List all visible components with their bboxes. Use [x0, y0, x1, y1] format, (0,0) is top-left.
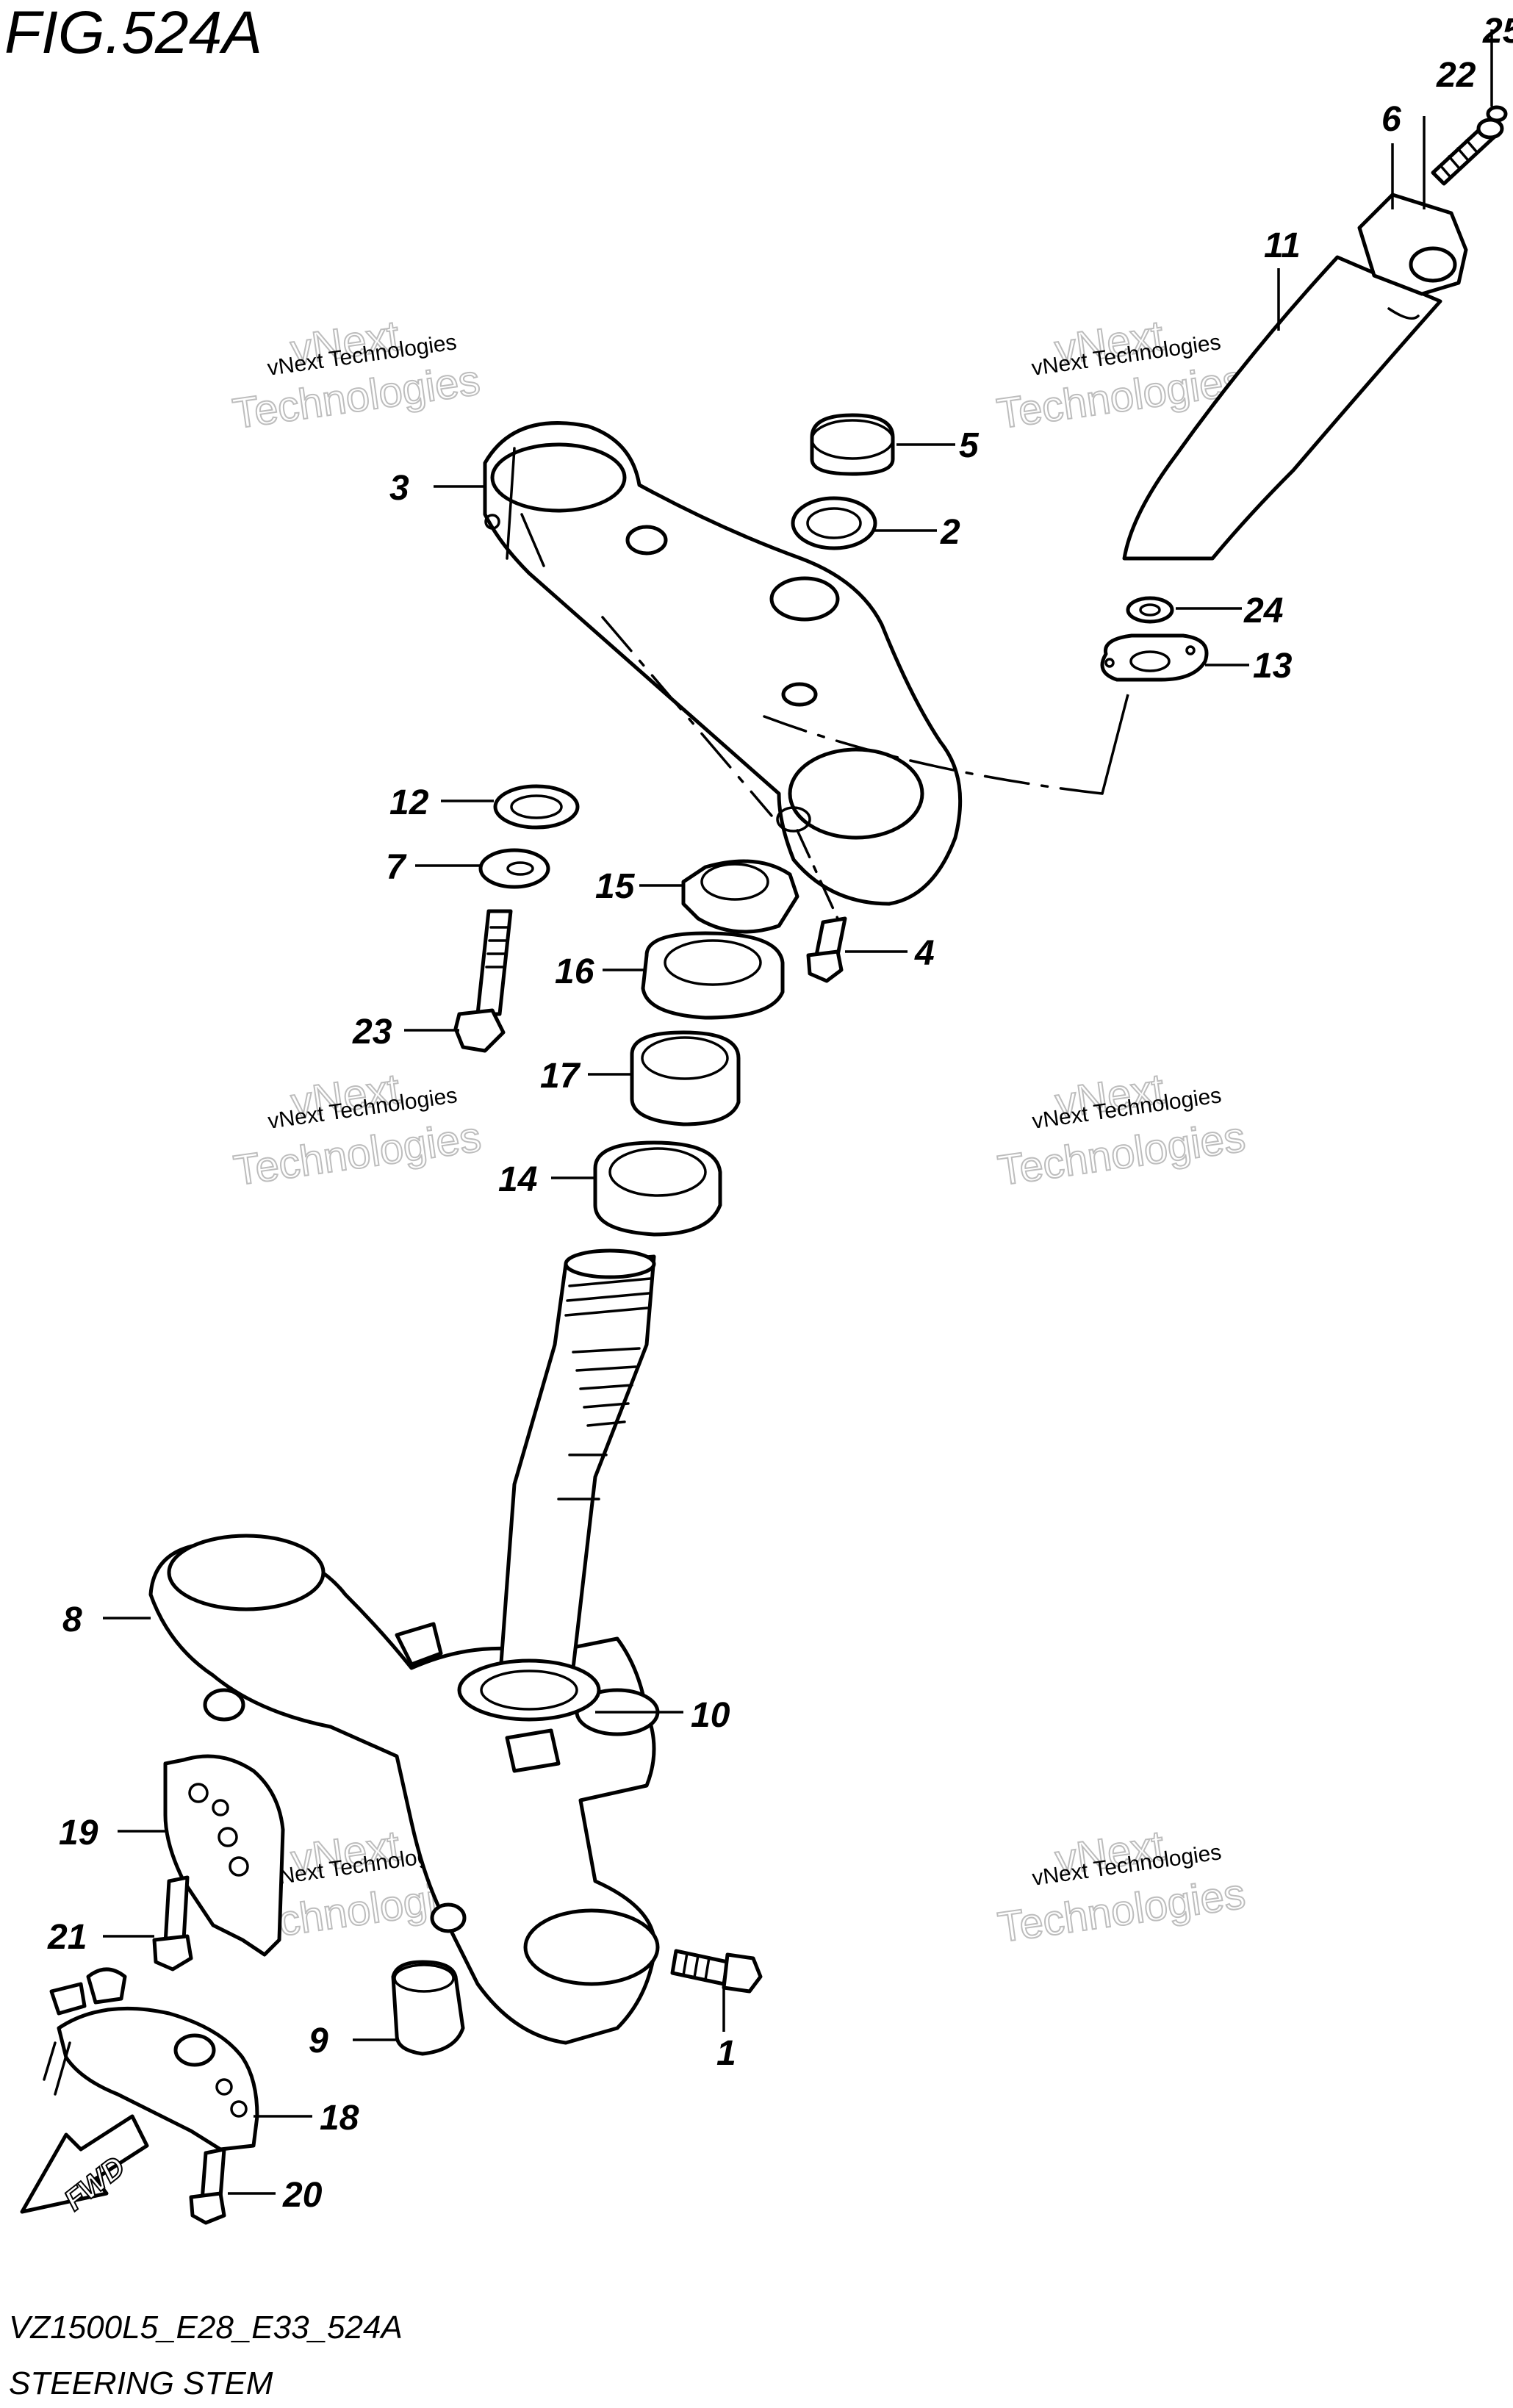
part-22-screw: [1431, 118, 1504, 186]
callout-12: 12: [389, 783, 429, 822]
part-3-upper-bracket: [483, 421, 963, 906]
part-19-clamp: [163, 1754, 285, 1957]
part-12-seal: [493, 784, 580, 830]
part-20-bolt: [189, 2147, 226, 2225]
callout-21: 21: [47, 1918, 87, 1957]
callout-20: 20: [282, 2176, 323, 2215]
part-4-bolt: [806, 916, 847, 983]
callout-11: 11: [1264, 226, 1301, 265]
part-17-bearing: [630, 1030, 741, 1126]
callout-22: 22: [1436, 56, 1476, 95]
part-2-washer: [791, 496, 877, 550]
callout-7: 7: [386, 848, 407, 887]
watermark-top-left: Technologies vNext vNext Technologies: [229, 311, 484, 439]
callout-16: 16: [555, 952, 594, 991]
callout-9: 9: [309, 2021, 328, 2060]
part-7-washer: [478, 848, 550, 889]
callout-25: 25: [1482, 12, 1513, 51]
part-13-plate: [1100, 633, 1209, 682]
part-16-seal: [641, 931, 785, 1020]
callout-17: 17: [540, 1057, 581, 1096]
diagram-caption: STEERING STEM: [9, 2365, 273, 2401]
callout-13: 13: [1253, 647, 1293, 686]
part-24-washer: [1126, 596, 1174, 624]
callout-24: 24: [1243, 592, 1283, 630]
callout-23: 23: [352, 1013, 392, 1052]
part-9-bushing: [391, 1960, 465, 2056]
part-21-bolt: [152, 1875, 193, 1972]
leader-lines: [103, 29, 1493, 2195]
watermark-lower-right: Technologies vNext vNext Technologies: [994, 1821, 1248, 1952]
callout-15: 15: [595, 867, 636, 906]
part-23-bolt: [453, 909, 513, 1053]
callout-5: 5: [959, 426, 980, 465]
watermark-mid-right: Technologies vNext vNext Technologies: [994, 1064, 1248, 1196]
fwd-arrow: FWD: [20, 2114, 149, 2218]
callout-10: 10: [691, 1696, 730, 1735]
steering-stem-shaft: [497, 1248, 656, 1685]
callout-18: 18: [320, 2099, 359, 2138]
part-5-cap: [810, 413, 895, 476]
callout-4: 4: [914, 934, 935, 973]
figure-title: FIG.524A: [4, 0, 262, 66]
part-15-nut: [681, 859, 799, 934]
callout-19: 19: [59, 1814, 98, 1852]
callout-3: 3: [389, 469, 409, 508]
part-10-seal: [457, 1658, 601, 1722]
watermark-mid-left: Technologies vNext vNext Technologies: [230, 1064, 484, 1196]
callout-14: 14: [498, 1160, 537, 1199]
part-11-cover: [1122, 255, 1442, 561]
callout-8: 8: [62, 1600, 82, 1639]
part-25-washer: [1486, 105, 1508, 123]
callout-2: 2: [940, 513, 960, 552]
callout-6: 6: [1381, 100, 1401, 139]
part-14-bearing: [593, 1140, 722, 1237]
part-6-cap: [1357, 193, 1468, 296]
callout-1: 1: [716, 2034, 736, 2073]
model-code: VZ1500L5_E28_E33_524A: [9, 2310, 403, 2346]
part-1-bolt: [670, 1949, 763, 1994]
part-18-clamp: [43, 1967, 259, 2152]
